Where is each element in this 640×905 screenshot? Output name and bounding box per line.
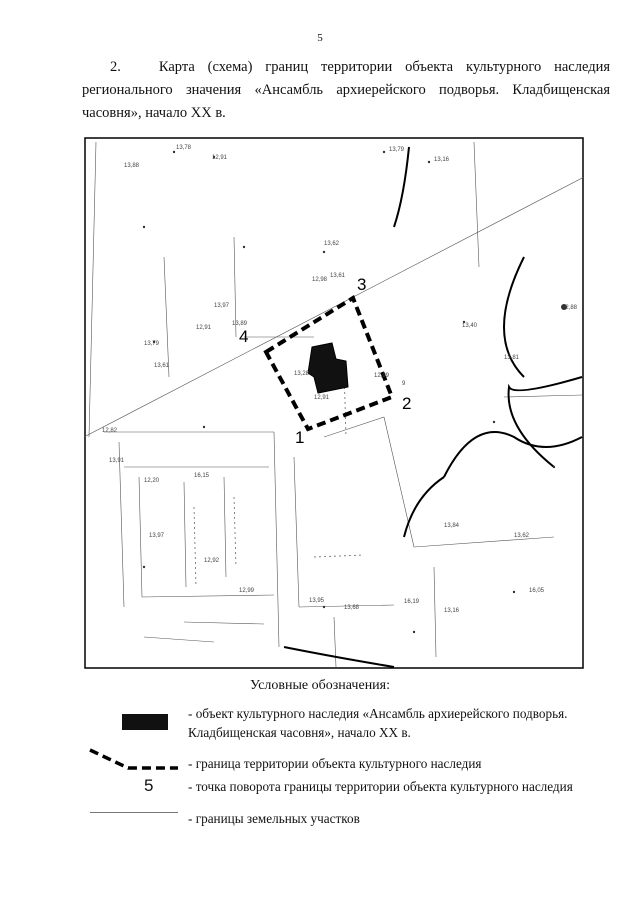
corner-point-3: 3 [357,275,366,294]
survey-label: 12,91 [212,155,228,161]
legend-boundary-symbol [89,748,178,770]
survey-label: 13,88 [124,163,140,169]
survey-label: 12,88 [562,305,578,311]
section-number: 2. [110,59,121,75]
survey-label: 13,61 [330,273,346,279]
survey-label: 9 [402,381,406,387]
boundary-map: 1 2 3 4 13,78 12,91 13,79 13,16 13,88 13,62 13… [84,137,584,669]
map-frame [84,137,584,669]
survey-label: 13,81 [504,355,520,361]
survey-label: 13,79 [144,341,160,347]
survey-label: 13,78 [176,145,192,151]
heritage-object [307,342,349,394]
corner-point-4: 4 [239,327,248,346]
territory-boundary [263,295,395,432]
corner-point-2: 2 [402,394,411,413]
survey-label: 13,79 [389,147,405,153]
survey-label: 12,91 [196,325,212,331]
survey-label: 12,99 [239,588,255,594]
section-heading: 2. Карта (схема) границ территории объек… [82,56,610,125]
map-curves [283,146,583,668]
legend-item-point: - точка поворота границы территории объе… [188,779,573,794]
survey-label: 12,98 [312,277,328,283]
survey-label: 13,61 [154,363,170,369]
survey-label: 16,05 [529,588,545,594]
survey-label: 13,68 [344,605,360,611]
survey-label: 13,84 [444,523,460,529]
parcel-boundaries [84,141,584,668]
legend-point-symbol: 5 [144,776,154,795]
legend-title: Условные обозначения: [249,678,391,693]
survey-label: 12,82 [102,428,118,434]
survey-label: 12,91 [314,395,330,401]
survey-label: 16,19 [404,599,420,605]
survey-label: 12,92 [204,558,220,564]
survey-label: 16,15 [194,473,210,479]
legend-object-symbol [122,714,168,730]
survey-label: 12,20 [144,478,160,484]
legend-parcel-symbol [90,812,178,813]
survey-dots [142,150,567,634]
survey-label: 12,99 [374,373,390,379]
page-number: 5 [317,32,323,44]
survey-label: 13,97 [149,533,165,539]
legend-item-object: - объект культурного наследия «Ансамбль … [188,706,568,740]
survey-label: 13,16 [444,608,460,614]
survey-label: 13,40 [462,323,478,329]
corner-point-1: 1 [295,428,304,447]
survey-label: 13,91 [109,458,125,464]
legend-item-boundary: - граница территории объекта культурного… [188,756,482,771]
survey-label: 13,97 [214,303,230,309]
survey-label: 13,62 [324,241,340,247]
survey-label: 13,28 [294,371,310,377]
section-heading-text: Карта (схема) границ территории объекта … [82,59,611,121]
survey-label: 13,16 [434,157,450,163]
survey-label: 13,62 [514,533,530,539]
survey-label: 13,89 [232,321,248,327]
survey-labels: 13,7812,9113,7913,1613,8813,6213,6112,98… [102,145,578,614]
survey-label: 13,95 [309,598,325,604]
legend-item-parcel: - границы земельных участков [188,811,360,826]
map-drawing: 1 2 3 4 13,78 12,91 13,79 13,16 13,88 13,62 13… [84,137,584,669]
